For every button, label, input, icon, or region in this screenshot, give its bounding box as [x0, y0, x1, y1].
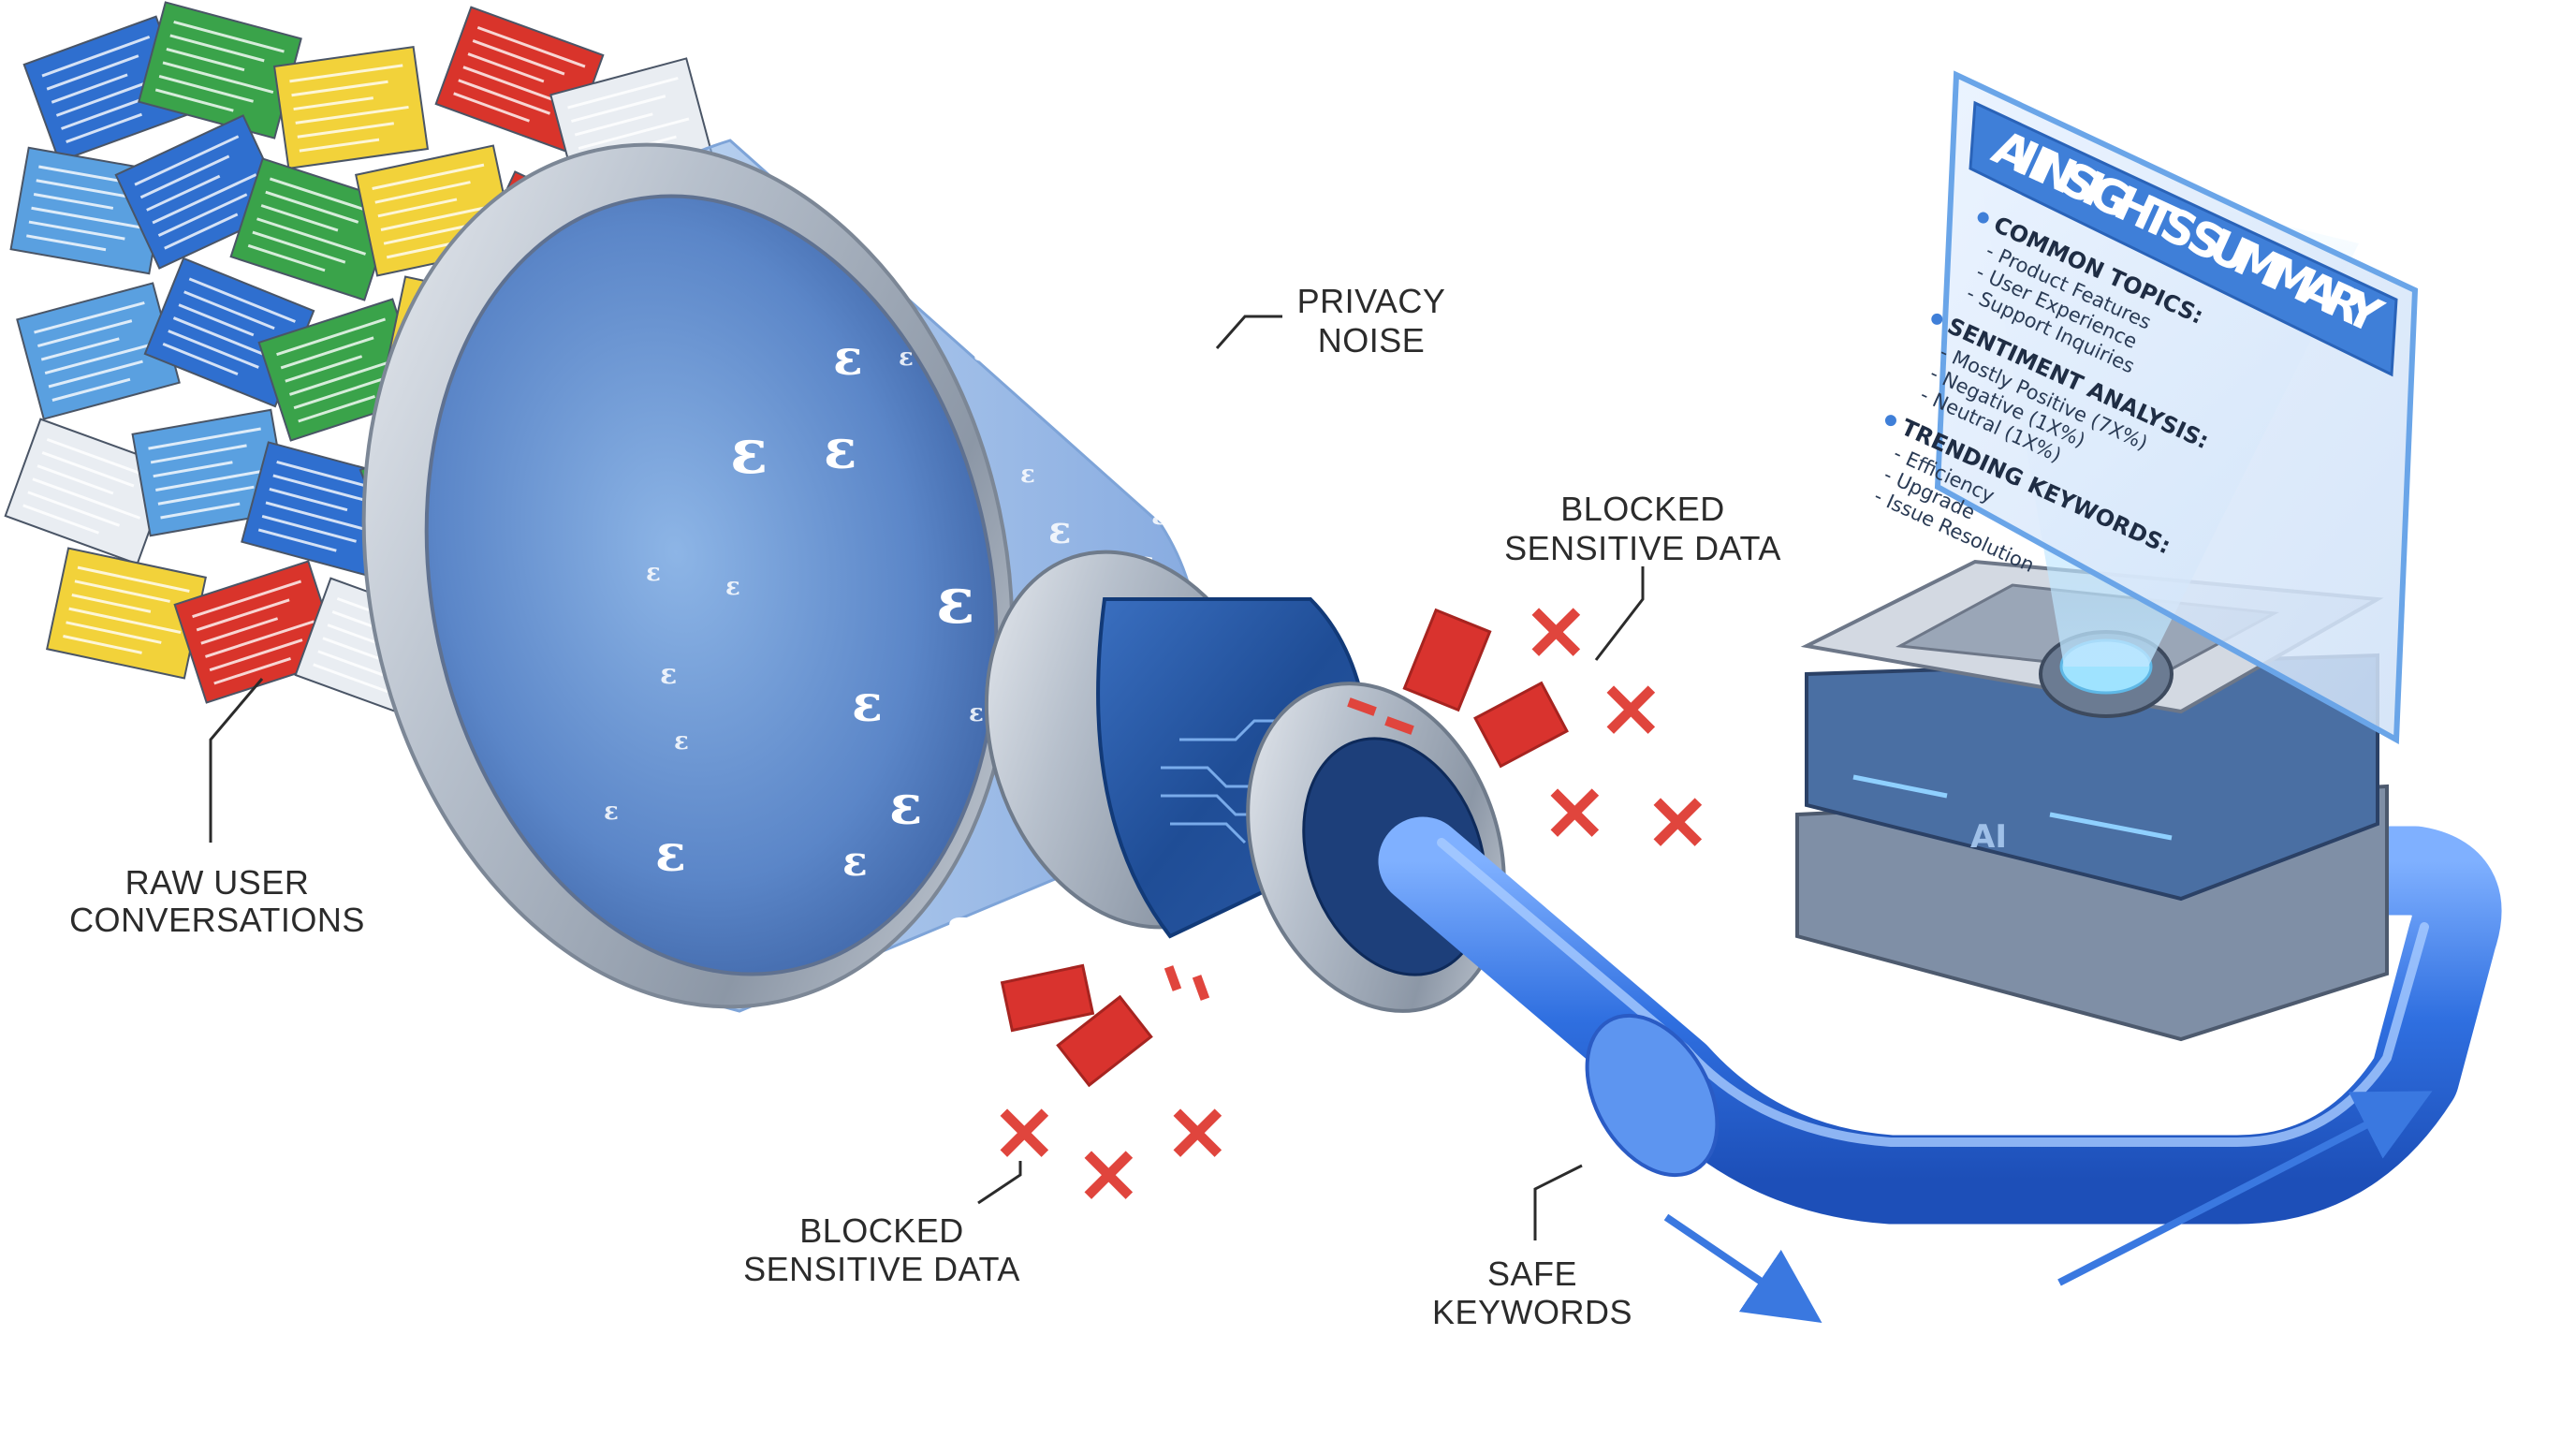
label-line: BLOCKED [799, 1211, 964, 1250]
epsilon-noise-symbol: ε [1170, 374, 1195, 422]
epsilon-noise-symbol: ε [899, 344, 914, 372]
blocked-x-mark: ✕ [1543, 772, 1607, 858]
epsilon-noise-symbol: ε [945, 897, 977, 959]
label-line: CONVERSATIONS [69, 901, 365, 939]
panel-bullet [1884, 415, 1896, 427]
panel-title-bar [1969, 100, 2398, 377]
conversation-paper [4, 418, 174, 565]
leader-raw-user [209, 678, 264, 843]
privacy-noise-symbols: εεεεεεεεεεεεεεεεεεεεεεεεεεε [604, 258, 1242, 959]
flow-arrow-left [1663, 1213, 1822, 1323]
conversation-paper [114, 114, 288, 270]
blocked-x-mark: ✕ [1165, 1093, 1230, 1178]
flow-arrow-right [2057, 1091, 2433, 1286]
callout-leaders [209, 315, 1645, 1240]
pipe-body [1378, 816, 2502, 1225]
epsilon-noise-symbol: ε [852, 673, 883, 733]
conversation-paper [229, 157, 398, 301]
device-light-strip [2049, 812, 2173, 841]
epsilon-noise-symbol: ε [833, 330, 863, 387]
epsilon-noise-symbol: ε [824, 418, 856, 481]
epsilon-noise-symbol: ε [655, 823, 686, 883]
epsilon-noise-symbol: ε [973, 339, 988, 367]
blocked-chip [1000, 963, 1095, 1033]
conversation-paper [16, 282, 181, 420]
blocked-data-top: ✕ ✕ ✕ ✕ [1402, 592, 1710, 867]
ai-insights-panel: AI INSIGHTS SUMMARY COMMON TOPICS:- Prod… [1871, 70, 2419, 744]
label-line: NOISE [1318, 321, 1426, 360]
blocked-x-mark: ✕ [1599, 669, 1663, 755]
epsilon-noise-symbol: ε [1053, 261, 1084, 321]
label-raw-user-conversations: RAW USER CONVERSATIONS [69, 863, 365, 939]
leader-safe-keywords [1533, 1164, 1583, 1240]
blocked-x-mark: ✕ [992, 1093, 1057, 1178]
blocked-x-mark: ✕ [1076, 1135, 1141, 1220]
leader-blocked-top [1594, 566, 1645, 661]
leader-privacy-noise [1215, 315, 1282, 349]
leader-blocked-bottom [977, 1161, 1022, 1205]
epsilon-noise-symbol: ε [604, 798, 619, 826]
blocked-chip [1402, 608, 1492, 712]
epsilon-noise-symbol: ε [674, 727, 689, 756]
label-line: SENSITIVE DATA [1504, 529, 1781, 567]
privacy-funnel: εεεεεεεεεεεεεεεεεεεεεεεεεεε [361, 139, 1506, 1013]
epsilon-noise-symbol: ε [1048, 508, 1071, 552]
epsilon-noise-symbol: ε [936, 564, 974, 638]
device-light-strip [1852, 774, 1948, 799]
label-privacy-noise: PRIVACY NOISE [1297, 282, 1446, 360]
label-line: RAW USER [125, 863, 310, 902]
epsilon-noise-symbol: ε [842, 838, 868, 886]
blocked-data-bottom: ✕ ✕ ✕ [992, 963, 1230, 1220]
label-blocked-sensitive-data-bottom: BLOCKED SENSITIVE DATA [743, 1211, 1020, 1288]
panel-bullet [1931, 313, 1943, 325]
panel-glass [1934, 70, 2419, 744]
label-blocked-sensitive-data-top: BLOCKED SENSITIVE DATA [1504, 490, 1781, 567]
epsilon-noise-symbol: ε [1208, 496, 1225, 532]
safe-keyword-pipe [1378, 816, 2502, 1323]
blocked-chip [1056, 994, 1153, 1088]
epsilon-noise-symbol: ε [646, 559, 661, 587]
label-line: PRIVACY [1297, 282, 1446, 320]
epsilon-noise-symbol: ε [1020, 461, 1035, 489]
collar-red-marks [1164, 697, 1414, 1001]
panel-bullet [1977, 212, 1989, 224]
blocked-chip [1473, 681, 1569, 769]
device-ai-badge: AI [1970, 818, 2007, 856]
epsilon-noise-symbol: ε [969, 699, 984, 727]
epsilon-noise-symbol: ε [1109, 306, 1124, 334]
blocked-x-mark: ✕ [1646, 782, 1710, 867]
epsilon-noise-symbol: ε [889, 773, 922, 837]
conversation-paper [272, 45, 430, 170]
epsilon-noise-symbol: ε [1151, 499, 1168, 532]
pipe-joint [1585, 1013, 1720, 1178]
epsilon-noise-symbol: ε [964, 258, 997, 322]
epsilon-noise-symbol: ε [1217, 492, 1242, 539]
label-line: KEYWORDS [1432, 1293, 1632, 1331]
label-line: SENSITIVE DATA [743, 1250, 1020, 1288]
funnel-mouth [424, 194, 999, 976]
conversation-paper [46, 547, 207, 680]
blocked-x-mark: ✕ [1524, 592, 1588, 677]
label-line: BLOCKED [1560, 490, 1725, 528]
label-safe-keywords: SAFE KEYWORDS [1432, 1255, 1632, 1331]
label-line: SAFE [1487, 1255, 1577, 1293]
epsilon-noise-symbol: ε [660, 658, 677, 691]
epsilon-noise-symbol: ε [725, 573, 740, 601]
epsilon-noise-symbol: ε [730, 415, 768, 488]
